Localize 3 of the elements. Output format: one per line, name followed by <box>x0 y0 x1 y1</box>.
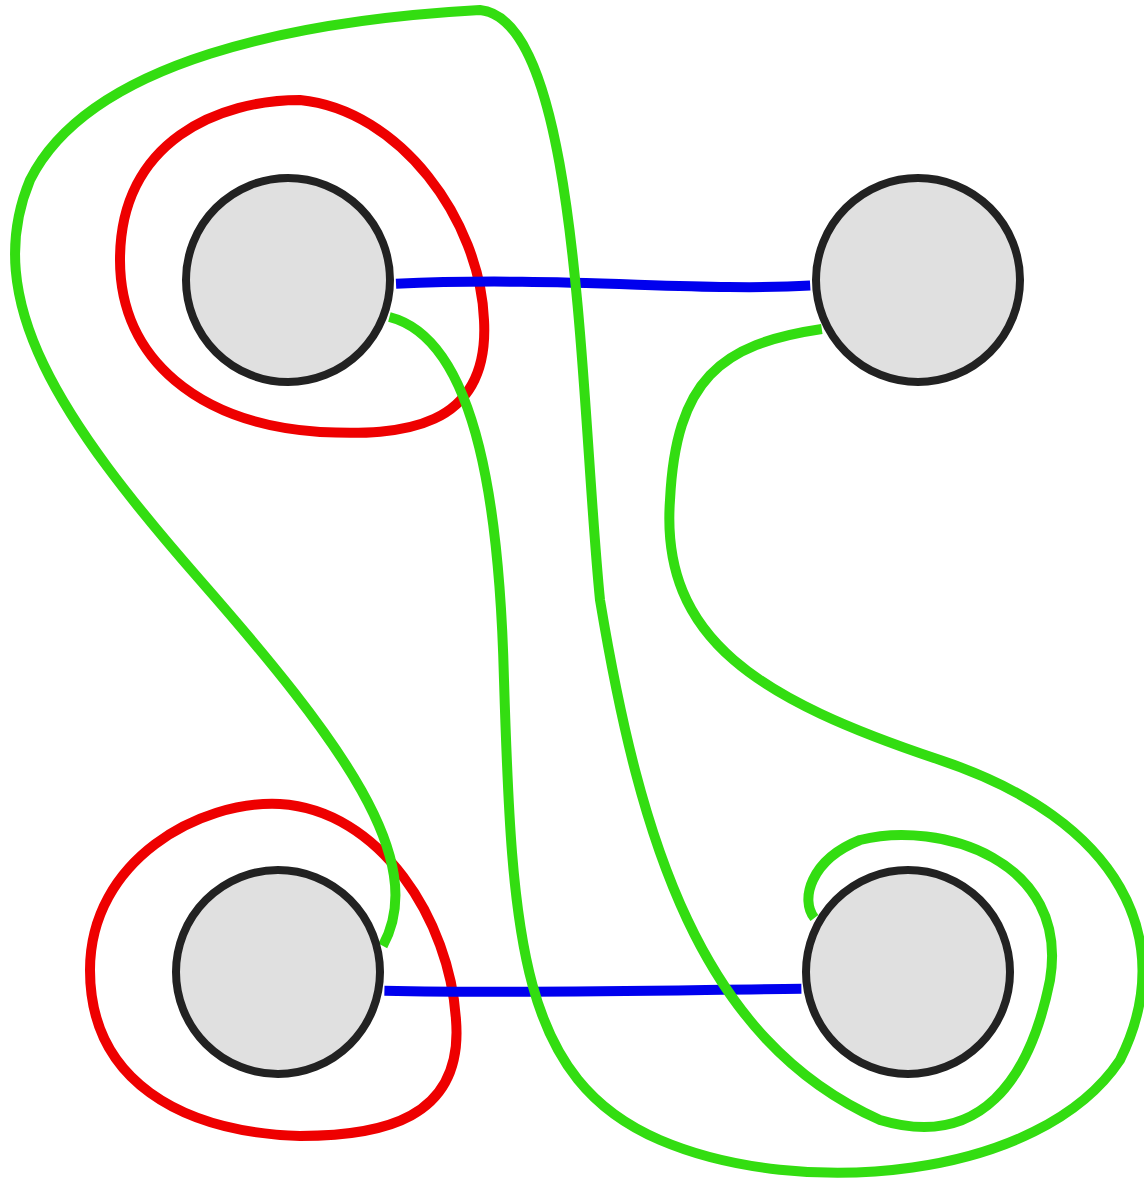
connector-line <box>384 983 802 997</box>
connector-line <box>395 276 811 293</box>
connector-line <box>10 5 1056 1131</box>
